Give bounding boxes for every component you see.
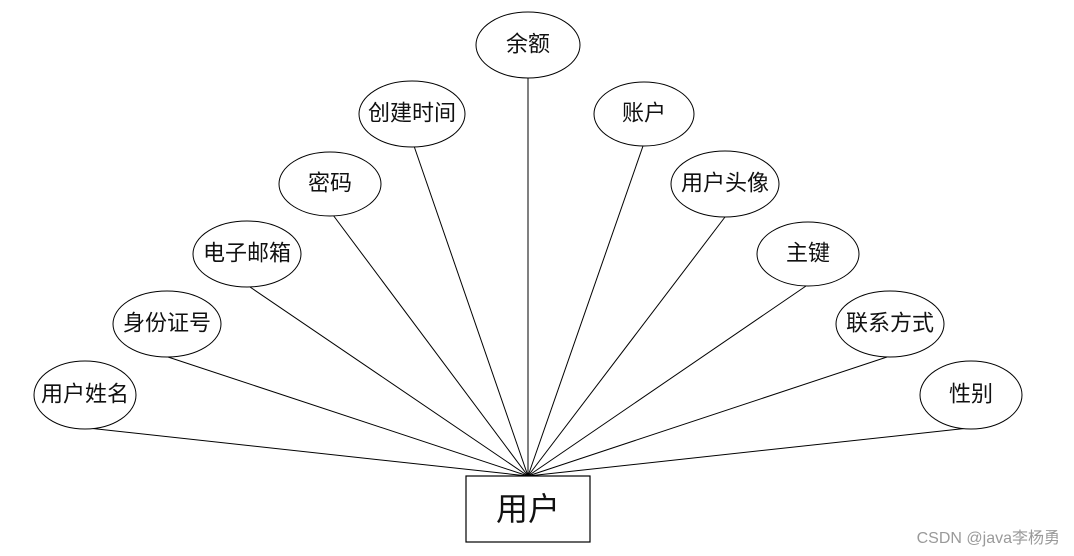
attribute-avatar: 用户头像 [670, 150, 780, 218]
attribute-balance: 余额 [475, 11, 581, 79]
connector-lines [87, 78, 970, 477]
attribute-ellipse-avatar [670, 150, 780, 218]
attribute-ellipse-password [278, 151, 382, 217]
attribute-label-user-name: 用户姓名 [41, 383, 129, 408]
attribute-label-balance: 余额 [506, 33, 550, 58]
connector-user-name [87, 427, 529, 477]
entity-label: 用户 [496, 490, 560, 528]
attribute-label-avatar: 用户头像 [681, 172, 769, 197]
connector-contact [527, 356, 888, 477]
attribute-ellipse-email [192, 220, 302, 288]
watermark-text: CSDN @java李杨勇 [916, 530, 1060, 547]
connector-account [527, 145, 644, 477]
attribute-email: 电子邮箱 [192, 220, 302, 288]
entity-node: 用户 [465, 475, 591, 543]
connector-primary-key [527, 285, 807, 477]
attribute-primary-key: 主键 [756, 221, 860, 287]
attribute-label-contact: 联系方式 [846, 312, 934, 337]
attribute-account: 账户 [593, 81, 695, 147]
attribute-label-account: 账户 [622, 102, 666, 127]
connector-created-time [413, 145, 529, 477]
connector-password [332, 214, 529, 477]
connector-id-number [167, 356, 529, 477]
attribute-ellipse-created-time [358, 80, 466, 148]
attribute-ellipse-balance [475, 11, 581, 79]
attribute-label-id-number: 身份证号 [123, 312, 211, 337]
attribute-user-name: 用户姓名 [33, 360, 137, 430]
attribute-contact: 联系方式 [835, 290, 945, 358]
attribute-label-primary-key: 主键 [786, 242, 830, 267]
attribute-ellipse-primary-key [756, 221, 860, 287]
attribute-label-email: 电子邮箱 [203, 242, 291, 267]
attribute-label-gender: 性别 [949, 383, 993, 408]
attribute-ellipse-user-name [33, 360, 137, 430]
connector-email [249, 286, 529, 477]
connector-gender [527, 427, 970, 477]
attribute-label-password: 密码 [308, 172, 352, 197]
attribute-id-number: 身份证号 [112, 290, 222, 358]
attribute-label-created-time: 创建时间 [368, 102, 456, 127]
attribute-gender: 性别 [919, 360, 1023, 430]
entity-box [465, 475, 591, 543]
attribute-ellipse-account [593, 81, 695, 147]
attribute-ellipse-id-number [112, 290, 222, 358]
attribute-ellipse-gender [919, 360, 1023, 430]
attribute-created-time: 创建时间 [358, 80, 466, 148]
attribute-password: 密码 [278, 151, 382, 217]
connector-avatar [527, 216, 726, 477]
attribute-ellipse-contact [835, 290, 945, 358]
